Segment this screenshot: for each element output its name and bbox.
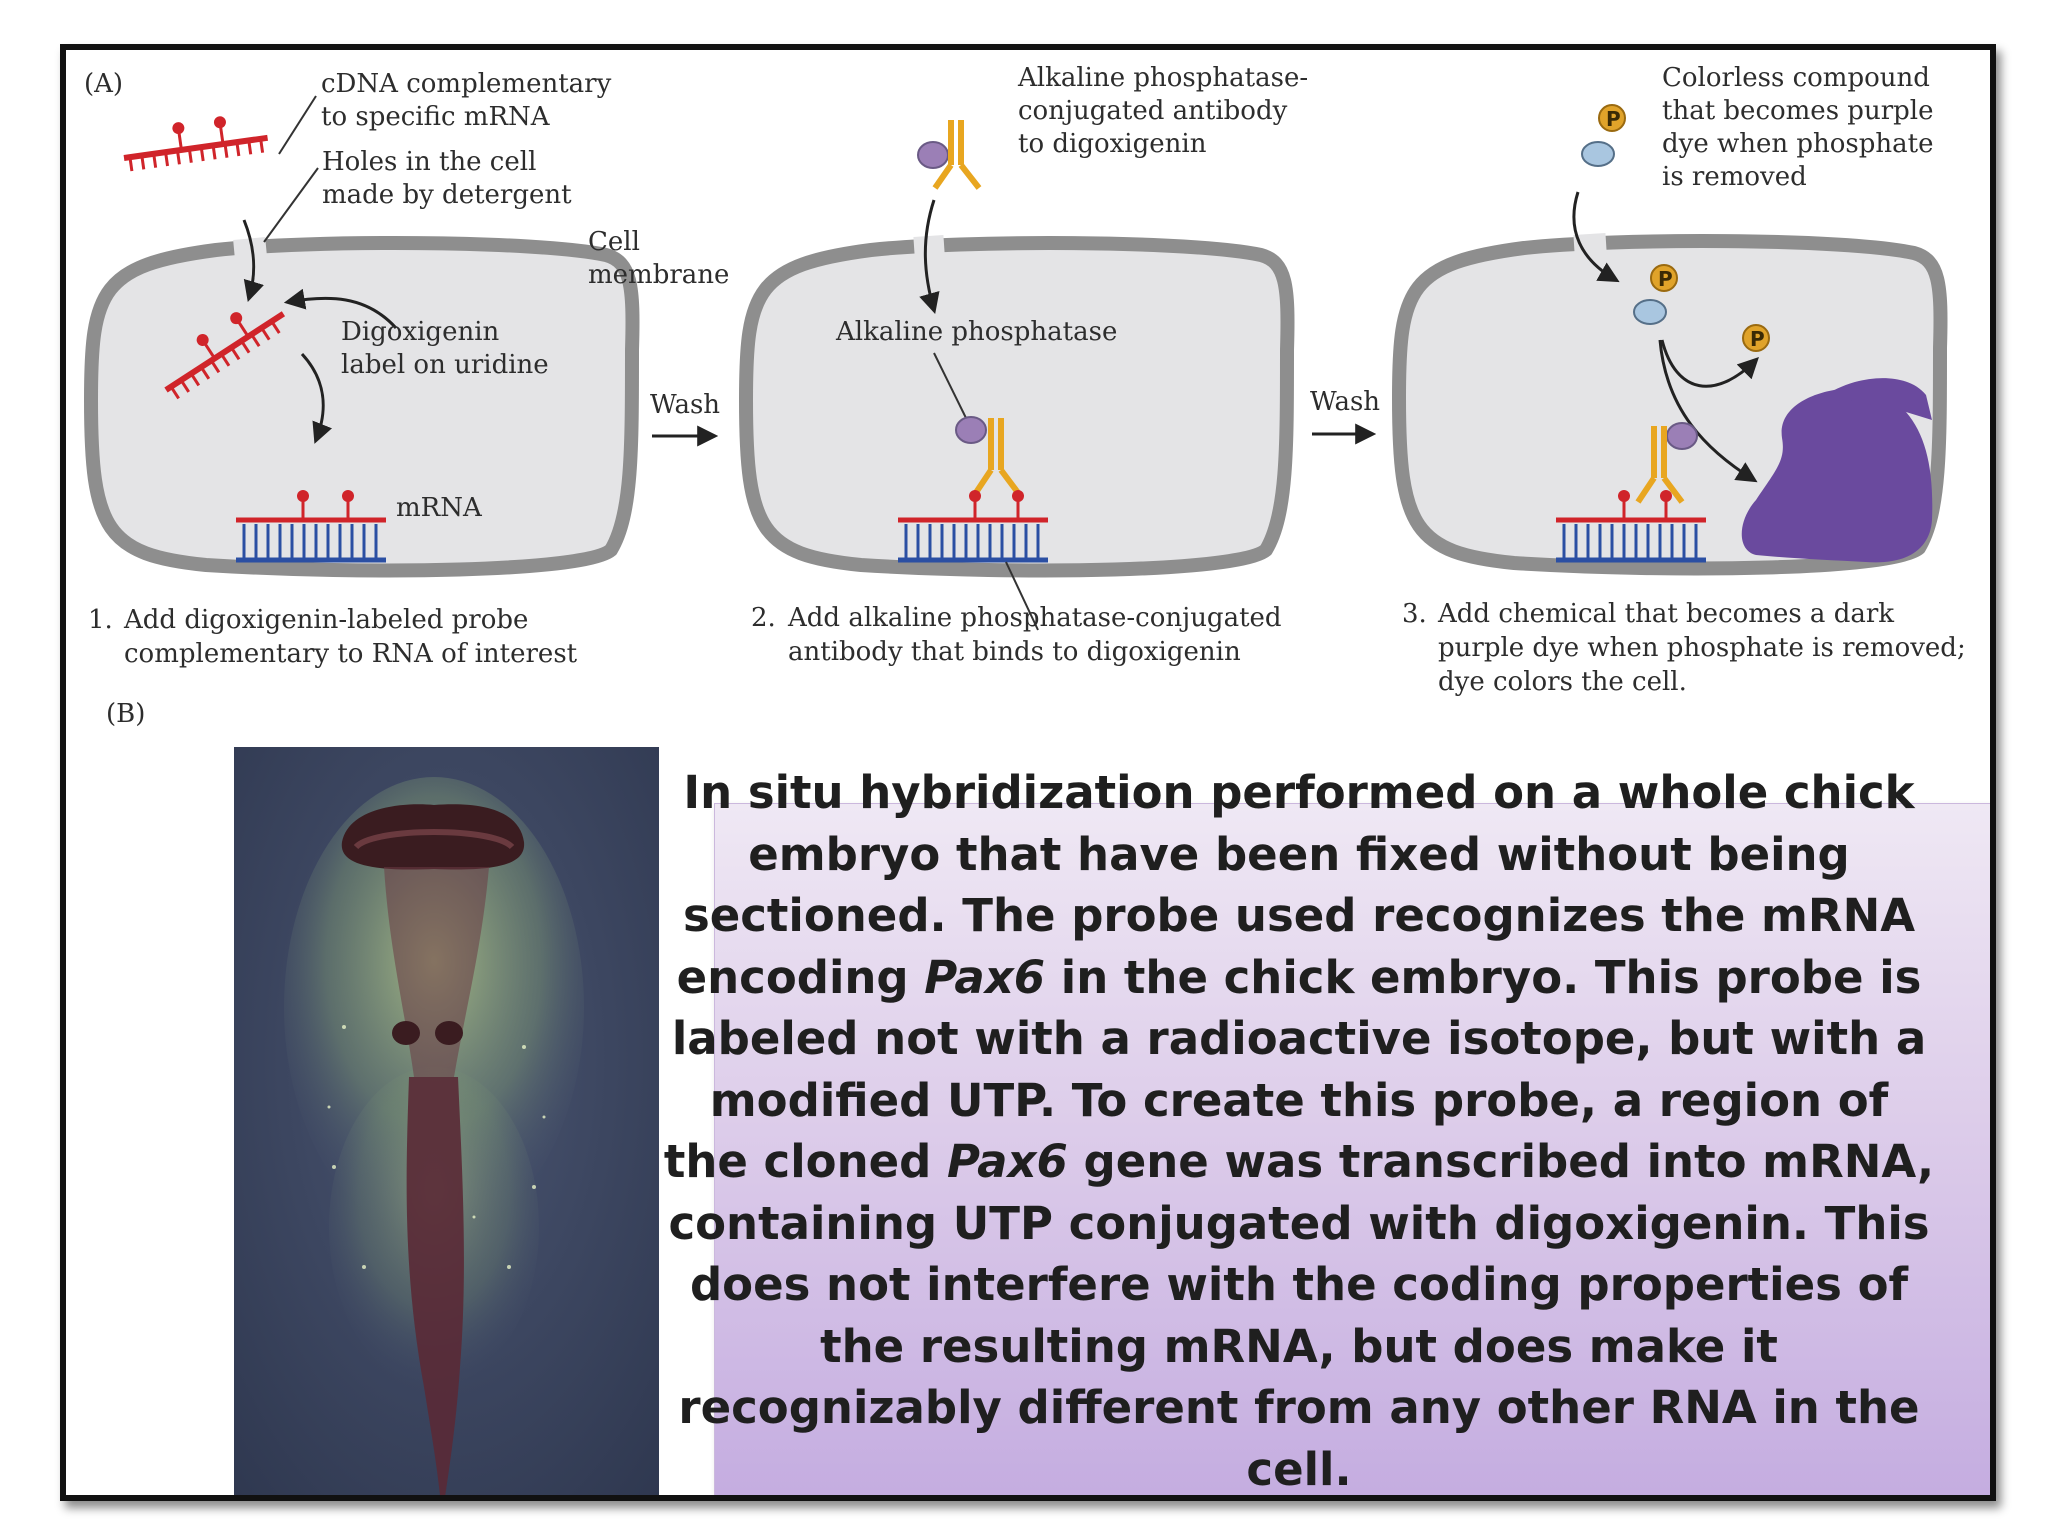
substrate-in-cell: P [1633, 264, 1678, 325]
bound-antibody-2 [955, 416, 1022, 496]
wash-1-label: Wash [650, 390, 720, 420]
svg-text:P: P [1750, 327, 1765, 351]
panel-a-label: (A) [84, 69, 123, 99]
caption-part-1: In situ hybridization performed on a who… [676, 766, 1916, 1004]
substrate-entry-arrow [1572, 191, 1620, 283]
hybrid-duplex-2 [898, 490, 1048, 563]
hybridize-arrow [300, 352, 332, 444]
caption-part-3: gene was transcribed into mRNA, containi… [668, 1135, 1935, 1496]
purple-dye [1741, 389, 1933, 563]
holes-label: Holes in the cell made by detergent [322, 147, 572, 210]
free-probe [123, 116, 269, 172]
substrate-icon: P [1581, 104, 1626, 167]
step3-caption: 3. Add chemical that becomes a dark purp… [1402, 599, 1974, 697]
holes-pointer [263, 167, 319, 243]
digoxigenin-label: Digoxigenin label on uridine [341, 317, 549, 380]
cdna-pointer [278, 95, 317, 155]
digoxigenin-pointer [283, 288, 398, 330]
caption-box [714, 803, 1990, 1495]
cell-1-hole [233, 237, 267, 258]
purple-dye-top [1826, 378, 1932, 420]
gene-name-pax6-1: Pax6 [924, 950, 1046, 1004]
caption-part-2: in the chick embryo. This probe is label… [663, 950, 1927, 1189]
step2-caption: 2. Add alkaline phosphatase-conjugated a… [751, 603, 1290, 667]
chick-embryo-photo [234, 747, 659, 1495]
antibody-conjugate-icon [917, 120, 982, 190]
membrane-label: Cell membrane [588, 227, 729, 290]
ap-pointer [933, 352, 967, 419]
embryo-image [234, 747, 659, 1495]
antibody-entry-arrow [919, 199, 940, 315]
cdna-label: cDNA complementary to specific mRNA [321, 69, 620, 132]
slide-frame: (A) cDNA complementary to specific mRNA … [60, 44, 1996, 1501]
bound-antibody-3 [1635, 422, 1698, 504]
reaction-arrow-phosphate [1660, 339, 1759, 388]
released-phosphate: P [1742, 324, 1770, 352]
antibody-label: Alkaline phosphatase- conjugated antibod… [1017, 63, 1316, 159]
duplex-pointer-2 [1005, 561, 1039, 631]
hybrid-duplex-1 [236, 490, 386, 563]
compound-label: Colorless compound that becomes purple d… [1662, 63, 1942, 192]
caption-text: In situ hybridization performed on a who… [660, 762, 1938, 1500]
in-situ-hybridization-diagram: (A) cDNA complementary to specific mRNA … [83, 63, 1974, 729]
svg-text:P: P [1658, 267, 1673, 291]
cell-1 [83, 236, 640, 578]
alkaline-phosphatase-label: Alkaline phosphatase [835, 317, 1117, 347]
svg-text:P: P [1606, 107, 1621, 131]
entry-arrow [242, 219, 264, 303]
wash-2-label: Wash [1310, 387, 1380, 417]
cell-2-hole [913, 235, 945, 255]
step1-caption: 1. Add digoxigenin-labeled probe complem… [88, 605, 578, 669]
panel-b-label: (B) [106, 699, 145, 729]
cell-2 [738, 236, 1295, 578]
hybrid-duplex-3 [1556, 490, 1706, 563]
mrna-label: mRNA [396, 493, 483, 523]
gene-name-pax6-2: Pax6 [947, 1135, 1068, 1188]
entering-probe [164, 311, 286, 400]
